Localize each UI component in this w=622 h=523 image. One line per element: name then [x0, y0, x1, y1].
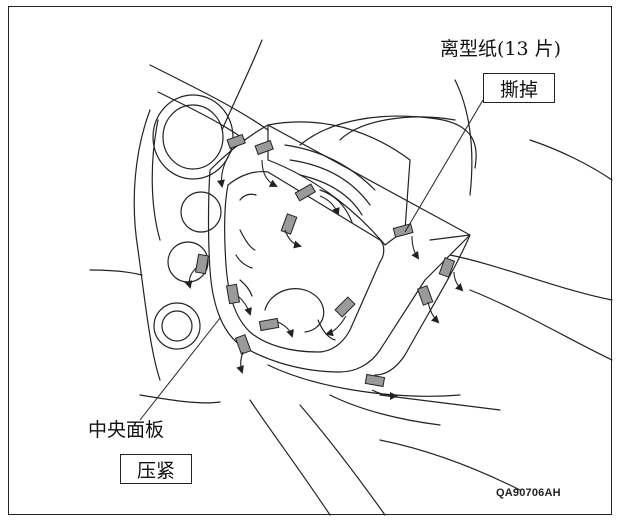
inner-curve — [239, 229, 256, 251]
dash-line — [449, 254, 613, 301]
right-side-panel — [374, 234, 471, 376]
peel-arrow — [427, 301, 440, 324]
release-tab — [392, 223, 414, 238]
peel-arrow — [236, 351, 244, 374]
peel-arrow — [319, 195, 340, 216]
center-panel-label: 中央面板 — [88, 419, 165, 441]
tear-off-box: 撕掉 — [483, 73, 555, 103]
dash-line — [469, 289, 613, 361]
dash-line — [339, 116, 456, 141]
knob-top — [180, 191, 222, 233]
release-tab — [226, 133, 246, 150]
release-tab — [438, 257, 456, 278]
peel-arrow — [453, 271, 464, 292]
peel-arrow — [325, 315, 347, 337]
leader-center-panel — [139, 317, 221, 421]
release-tab — [280, 213, 298, 235]
inner-curve — [235, 254, 253, 269]
release-tab — [364, 373, 386, 388]
release-paper-label: 离型纸(13 片) — [440, 38, 562, 60]
knob-bottom — [153, 302, 201, 350]
release-tab — [258, 317, 280, 332]
peel-arrow — [216, 149, 233, 188]
dash-line — [329, 394, 441, 426]
figure-code: QA90706AH — [496, 487, 561, 499]
peel-arrow — [371, 389, 398, 400]
peel-arrow — [277, 321, 294, 338]
release-tab — [334, 296, 356, 318]
vent-slat — [284, 144, 376, 191]
release-tab — [225, 283, 241, 305]
gauge-outer — [152, 94, 234, 180]
center-panel-opening — [224, 170, 385, 353]
release-tab — [234, 334, 252, 355]
peel-arrow — [411, 235, 420, 260]
dash-line — [149, 64, 269, 131]
dash-line — [299, 115, 477, 169]
dash-line — [529, 139, 613, 181]
knob-bottom-inner — [161, 310, 193, 342]
peel-arrow — [284, 229, 302, 249]
cluster-edge — [151, 119, 161, 241]
release-tab — [194, 253, 210, 275]
dash-line — [379, 439, 521, 491]
dash-line — [299, 404, 386, 516]
vent-slat — [299, 174, 363, 216]
dash-line — [267, 364, 461, 397]
dash-line — [249, 399, 331, 516]
vent-slat — [319, 189, 353, 223]
peel-arrow — [261, 159, 278, 187]
cluster-edge — [133, 109, 161, 381]
dash-line — [379, 394, 501, 411]
peel-arrow — [237, 295, 252, 316]
peel-arrow — [184, 267, 197, 289]
inner-curve — [264, 288, 325, 333]
dash-line — [139, 394, 221, 404]
center-panel-frame — [207, 124, 471, 373]
gauge-inner — [162, 104, 224, 170]
dash-line — [89, 269, 143, 276]
dash-line — [454, 79, 473, 196]
air-vent — [267, 121, 411, 246]
release-tab — [254, 139, 274, 156]
release-tab — [416, 285, 434, 306]
press-box: 压紧 — [120, 454, 192, 484]
dash-line — [221, 39, 263, 131]
leader-release-paper — [404, 99, 484, 233]
inner-curve — [239, 193, 257, 201]
vent-slat — [289, 159, 371, 206]
inner-curve — [239, 279, 253, 297]
release-tab — [294, 183, 316, 202]
